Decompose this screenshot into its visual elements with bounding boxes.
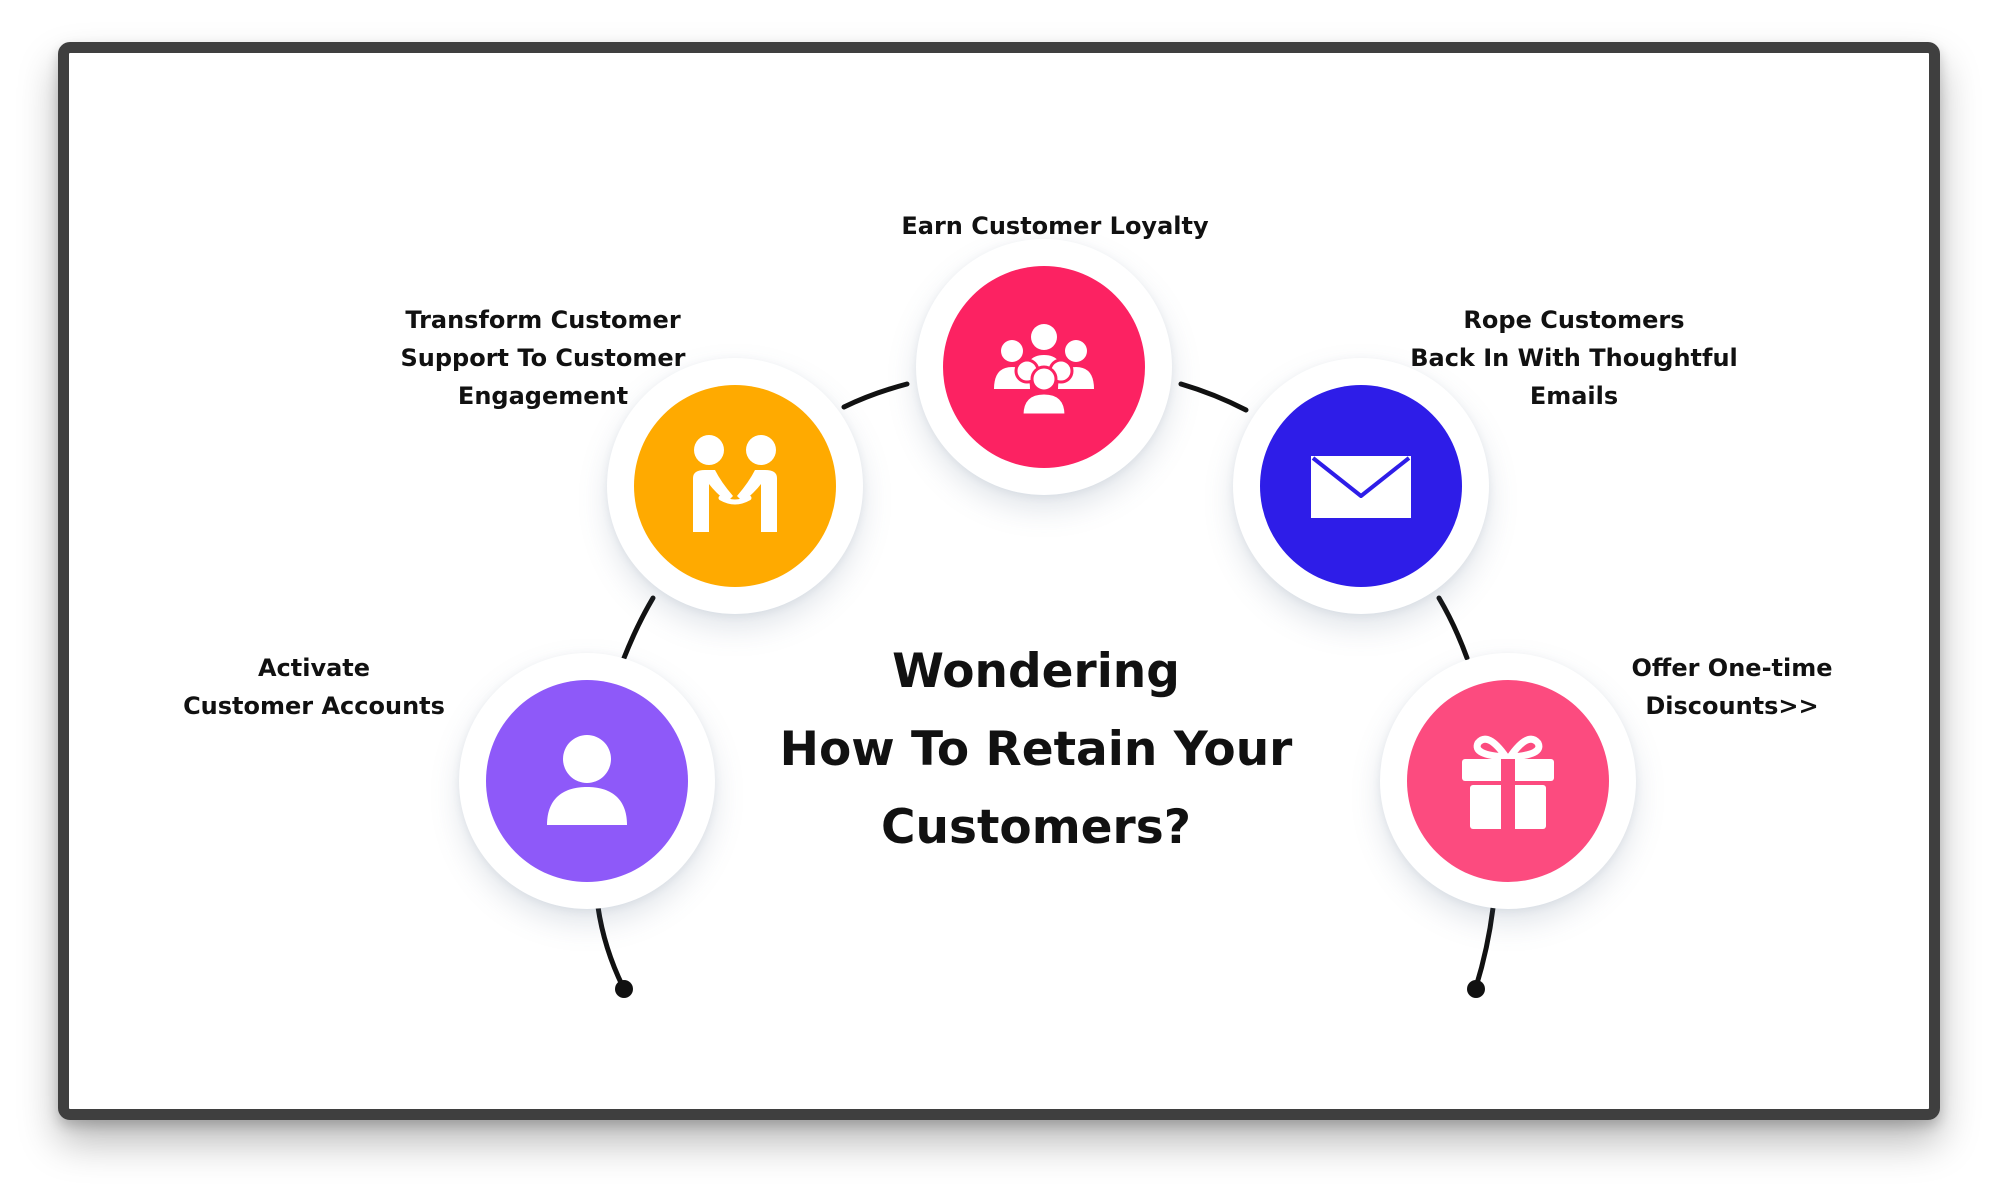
handshake-icon bbox=[693, 435, 777, 532]
arc-segment-4 bbox=[1436, 595, 1470, 661]
node-earn-loyalty[interactable] bbox=[916, 239, 1172, 495]
node-transform-support[interactable] bbox=[607, 358, 863, 614]
connector-arc bbox=[595, 381, 1496, 998]
label-rope-customers: Rope Customers Back In With Thoughtful E… bbox=[1410, 306, 1738, 410]
label-earn-loyalty: Earn Customer Loyalty bbox=[901, 212, 1209, 240]
label-transform-support: Transform Customer Support To Customer E… bbox=[400, 306, 686, 410]
node-disc bbox=[486, 680, 688, 882]
diagram-title: Wondering How To Retain Your Customers? bbox=[779, 644, 1293, 855]
arc-end-dot-left bbox=[615, 980, 633, 998]
envelope-icon bbox=[1311, 456, 1411, 518]
node-one-time-discounts[interactable] bbox=[1380, 653, 1636, 909]
arc-segment-start bbox=[595, 904, 626, 990]
node-disc bbox=[634, 385, 836, 587]
node-disc bbox=[1260, 385, 1462, 587]
arc-end-dot-right bbox=[1467, 980, 1485, 998]
slide-frame: Activate Customer Accounts Transform Cus… bbox=[58, 42, 1940, 1120]
node-rope-customers[interactable] bbox=[1233, 358, 1489, 614]
node-disc bbox=[1407, 680, 1609, 882]
node-disc bbox=[943, 266, 1145, 468]
group-icon bbox=[994, 324, 1094, 417]
arc-segment-end bbox=[1473, 905, 1496, 990]
label-one-time-discounts: Offer One-time Discounts>> bbox=[1631, 654, 1833, 720]
label-activate-accounts: Activate Customer Accounts bbox=[183, 654, 445, 720]
arc-segment-1 bbox=[621, 595, 656, 661]
node-activate-accounts[interactable] bbox=[459, 653, 715, 909]
gift-icon bbox=[1462, 735, 1554, 829]
arc-segment-2 bbox=[841, 381, 910, 410]
user-icon bbox=[547, 735, 627, 825]
arc-segment-3 bbox=[1178, 381, 1249, 413]
